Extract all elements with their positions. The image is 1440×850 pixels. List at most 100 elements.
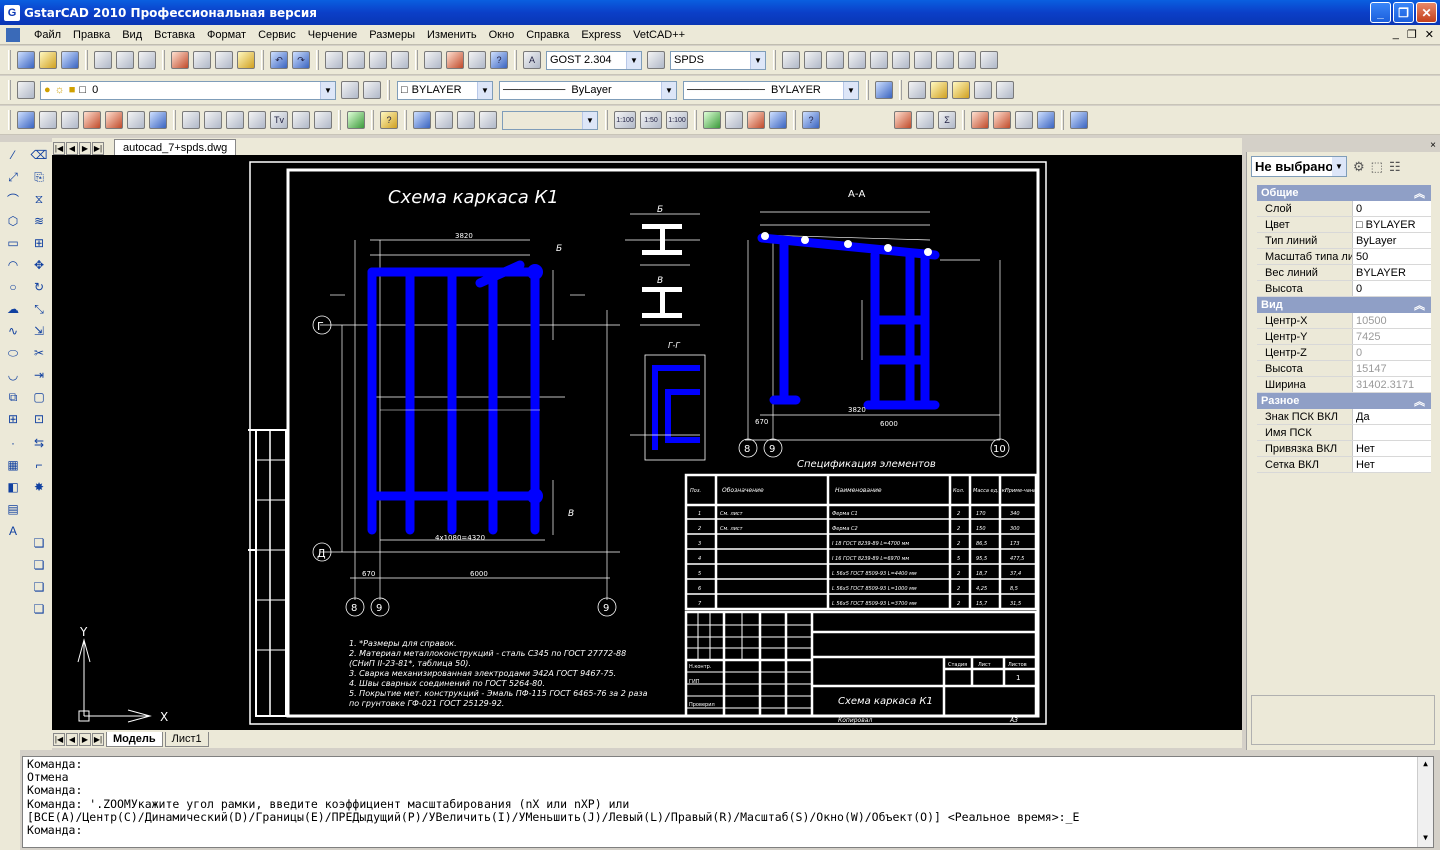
cut-icon[interactable] [171, 51, 189, 69]
trim-icon[interactable]: ✂ [33, 346, 45, 360]
first-layout-icon[interactable]: |◀ [53, 732, 65, 746]
text-v-icon[interactable]: Tv [270, 111, 288, 129]
select-objects-icon[interactable]: ⬚ [1370, 158, 1383, 174]
quick-select-icon[interactable]: ⚙ [1353, 158, 1365, 174]
copy-object-icon[interactable]: ⎘ [34, 169, 44, 184]
command-line[interactable]: Команда: Отмена Команда: Команда: '.ZOOM… [22, 756, 1434, 848]
document-tab[interactable]: autocad_7+spds.dwg [114, 139, 237, 155]
scale-1-100-b-icon[interactable]: 1:100 [666, 111, 688, 129]
scale-1-50-icon[interactable]: 1:50 [640, 111, 662, 129]
array-icon[interactable] [248, 111, 266, 129]
property-value[interactable]: □BYLAYER [1353, 217, 1431, 232]
zoom-realtime-icon[interactable] [347, 51, 365, 69]
hatch-icon[interactable] [936, 51, 954, 69]
property-value[interactable]: 0 [1353, 345, 1431, 360]
linetype-select[interactable]: ────────ByLayer▼ [499, 80, 677, 100]
property-category[interactable]: Разное︽ [1257, 393, 1431, 409]
user-icon[interactable] [769, 111, 787, 129]
layer-select[interactable]: ● ☼ ■ □ 0 ▼ [40, 80, 336, 100]
tab-model[interactable]: Модель [106, 731, 163, 747]
help2-icon[interactable]: ? [380, 111, 398, 129]
dim-style-icon[interactable] [647, 51, 665, 69]
menu-format[interactable]: Формат [207, 28, 247, 41]
construction-line-icon[interactable]: ⤢ [8, 169, 18, 184]
print-icon[interactable] [94, 51, 112, 69]
dim-angle-icon[interactable] [204, 111, 222, 129]
draworder-back-icon[interactable]: ❏ [33, 558, 45, 572]
door-icon[interactable] [105, 111, 123, 129]
slope-mark-icon[interactable] [980, 51, 998, 69]
level-mark-icon[interactable] [804, 51, 822, 69]
paste-icon[interactable] [215, 51, 233, 69]
chevron-down-icon[interactable]: ▼ [582, 111, 597, 129]
hatch-draw-icon[interactable]: ▦ [7, 458, 19, 472]
column-icon[interactable] [127, 111, 145, 129]
first-tab-icon[interactable]: |◀ [53, 142, 65, 155]
property-row[interactable]: Масштаб типа линий50 [1257, 249, 1431, 265]
mtext-icon[interactable]: A [8, 524, 17, 538]
prev-tab-icon[interactable]: ◀ [66, 142, 78, 155]
scroll-down-icon[interactable]: ▼ [1423, 833, 1428, 842]
color-select[interactable]: □BYLAYER▼ [397, 80, 493, 100]
chevron-down-icon[interactable]: ▼ [320, 81, 335, 99]
region-icon[interactable]: ◧ [7, 480, 19, 494]
table-draw-icon[interactable]: ▤ [7, 502, 19, 516]
next-tab-icon[interactable]: ▶ [79, 142, 91, 155]
property-value[interactable]: 10500 [1353, 313, 1431, 328]
make-block-icon[interactable]: ⊞ [7, 412, 19, 426]
collapse-icon[interactable]: ︽ [1414, 300, 1425, 312]
ellipse-arc-icon[interactable]: ◡ [7, 368, 19, 382]
chevron-down-icon[interactable]: ▼ [843, 81, 858, 99]
command-scrollbar[interactable]: ▲ ▼ [1417, 757, 1433, 847]
explode-icon[interactable]: ✸ [33, 480, 45, 494]
break-line-icon[interactable] [958, 51, 976, 69]
rectangle-icon[interactable]: ▭ [7, 236, 19, 250]
design-center-icon[interactable] [446, 51, 464, 69]
redo-icon[interactable]: ↷ [292, 51, 310, 69]
property-value[interactable]: 31402.3171 [1353, 377, 1431, 392]
property-category[interactable]: Общие︽ [1257, 185, 1431, 201]
calc2-icon[interactable] [314, 111, 332, 129]
measure-dome-icon[interactable] [1037, 111, 1055, 129]
tool-palettes-icon[interactable] [468, 51, 486, 69]
doc-minimize-button[interactable]: _ [1392, 28, 1399, 40]
restore-button[interactable]: ❐ [1393, 2, 1414, 23]
menu-express[interactable]: Express [581, 28, 622, 41]
pickadd-icon[interactable]: ☷ [1388, 158, 1401, 174]
prev-layout-icon[interactable]: ◀ [66, 732, 78, 746]
property-value[interactable]: 0 [1353, 281, 1431, 296]
open-file-icon[interactable] [39, 51, 57, 69]
clip-viewport-icon[interactable] [479, 111, 497, 129]
point-icon[interactable]: · [11, 436, 15, 450]
property-value[interactable]: 15147 [1353, 361, 1431, 376]
gost-text-icon[interactable] [914, 51, 932, 69]
draworder-under-icon[interactable]: ❏ [33, 602, 45, 616]
chevron-down-icon[interactable]: ▼ [477, 81, 492, 99]
chevron-down-icon[interactable]: ▼ [750, 51, 765, 69]
chevron-down-icon[interactable]: ▼ [1332, 157, 1346, 176]
layer-manager-icon[interactable] [17, 81, 35, 99]
draworder-front-icon[interactable]: ❏ [33, 536, 45, 550]
insert-block-icon[interactable]: ⧉ [8, 389, 18, 404]
spds-tool2-icon[interactable] [930, 81, 948, 99]
draworder-above-icon[interactable]: ❏ [33, 580, 45, 594]
menu-view[interactable]: Вид [122, 28, 143, 41]
pan-icon[interactable] [325, 51, 343, 69]
make-current-layer-icon[interactable] [341, 81, 359, 99]
position-mark-icon[interactable] [870, 51, 888, 69]
revcloud-icon[interactable]: ☁ [7, 302, 19, 316]
single-viewport-icon[interactable] [435, 111, 453, 129]
menu-window[interactable]: Окно [488, 28, 515, 41]
spds-tool5-icon[interactable] [996, 81, 1014, 99]
property-row[interactable]: Имя ПСК [1257, 425, 1431, 441]
stats-icon[interactable] [916, 111, 934, 129]
property-category[interactable]: Вид︽ [1257, 297, 1431, 313]
ellipse-icon[interactable]: ⬭ [7, 345, 19, 360]
dim-chain-icon[interactable] [182, 111, 200, 129]
help3-icon[interactable]: ? [802, 111, 820, 129]
